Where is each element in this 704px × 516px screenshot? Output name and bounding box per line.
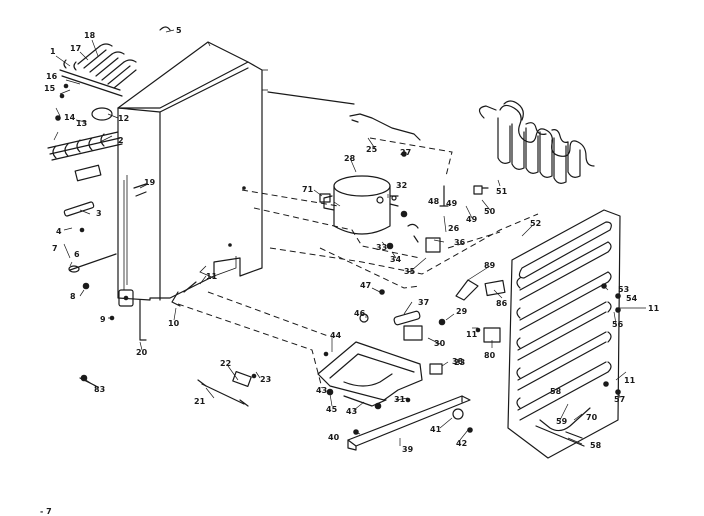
callout-80: 80: [484, 351, 496, 360]
middle-coil: [47, 107, 123, 182]
callout-39: 39: [402, 445, 414, 454]
callout-51: 51: [496, 187, 508, 196]
corner-mark: - 7: [40, 507, 52, 516]
callout-50: 50: [484, 207, 496, 216]
callout-29: 29: [456, 307, 468, 316]
callout-47: 47: [360, 281, 371, 290]
callout-43b: 43: [346, 407, 357, 416]
left-small-parts: [55, 26, 197, 387]
callout-12: 12: [118, 114, 129, 123]
callout-48: 48: [428, 197, 440, 206]
callout-52: 52: [530, 219, 541, 228]
callout-18: 18: [84, 31, 96, 40]
callout-46: 46: [354, 309, 366, 318]
callout-53: 53: [618, 285, 629, 294]
dashed-leaders: [177, 137, 539, 389]
callout-3: 3: [96, 209, 102, 218]
callout-34: 34: [390, 255, 402, 264]
callout-10: 10: [168, 319, 180, 328]
callout-8: 8: [70, 292, 76, 301]
callout-5: 5: [176, 26, 182, 35]
callout-38: 38: [452, 357, 464, 366]
condenser-coil: [478, 100, 595, 184]
callout-14: 14: [64, 113, 76, 122]
callout-27: 27: [400, 148, 411, 157]
callout-32: 32: [396, 181, 407, 190]
callout-22: 22: [220, 359, 231, 368]
callout-41: 41: [430, 425, 442, 434]
callout-6: 6: [74, 250, 80, 259]
callout-36: 36: [454, 238, 466, 247]
callout-44: 44: [330, 331, 342, 340]
callout-17: 17: [70, 44, 81, 53]
upper-coil: [59, 43, 137, 97]
callout-70: 70: [586, 413, 598, 422]
callout-7: 7: [52, 244, 58, 253]
callout-19: 19: [144, 178, 156, 187]
callout-11d: 11: [624, 376, 636, 385]
callout-28: 28: [344, 154, 356, 163]
callout-54: 54: [626, 294, 638, 303]
capillary-tube: [349, 113, 421, 141]
callout-49b: 49: [466, 215, 478, 224]
callout-11c: 11: [648, 304, 660, 313]
callout-layer: 1 2 3 4 5 6 7 8 9 10 11 11 11 11 12 13 1…: [40, 26, 660, 516]
cabinet-edge-line: [267, 91, 355, 105]
callout-45: 45: [326, 405, 338, 414]
callout-58b: 58: [590, 441, 602, 450]
callout-11a: 11: [206, 272, 218, 281]
base-pan: [317, 341, 423, 410]
callout-40: 40: [328, 433, 340, 442]
callout-83: 83: [94, 385, 105, 394]
callout-16: 16: [46, 72, 58, 81]
compressor: [319, 175, 489, 253]
callout-25: 25: [366, 145, 378, 154]
callout-49a: 49: [446, 199, 458, 208]
callout-42: 42: [456, 439, 467, 448]
callout-35: 35: [404, 267, 416, 276]
callout-56: 56: [612, 320, 624, 329]
callout-30: 30: [434, 339, 446, 348]
callout-11b: 11: [466, 330, 478, 339]
callout-86: 86: [496, 299, 508, 308]
bottom-brackets: [197, 370, 257, 407]
callout-20: 20: [136, 348, 148, 357]
callout-9: 9: [100, 315, 106, 324]
callout-59: 59: [556, 417, 568, 426]
callout-71: 71: [302, 185, 314, 194]
callout-21: 21: [194, 397, 206, 406]
callout-13: 13: [76, 119, 87, 128]
callout-15: 15: [44, 84, 56, 93]
callout-31: 31: [394, 395, 406, 404]
callout-23a: 23: [260, 375, 271, 384]
condenser-grid: [507, 209, 621, 459]
callout-23b: 23: [454, 358, 465, 367]
callout-1: 1: [50, 47, 56, 56]
callout-2: 2: [118, 136, 124, 145]
callout-58a: 58: [550, 387, 562, 396]
callout-37: 37: [418, 298, 429, 307]
callout-26: 26: [448, 224, 460, 233]
cabinet-body: [117, 41, 268, 307]
mounting-rail: [347, 395, 473, 451]
callout-89: 89: [484, 261, 496, 270]
callout-33: 33: [376, 243, 387, 252]
callout-43a: 43: [316, 386, 327, 395]
callout-57: 57: [614, 395, 625, 404]
callout-4: 4: [56, 227, 62, 236]
